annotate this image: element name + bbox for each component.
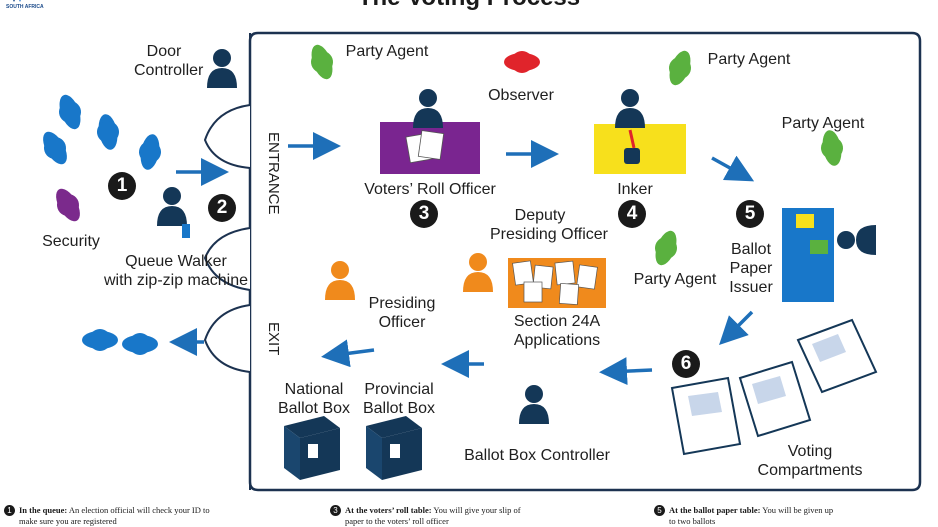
zip-zip-machine-icon bbox=[182, 224, 190, 238]
step-5-badge: 5 bbox=[736, 200, 764, 228]
flow-arrows bbox=[169, 132, 755, 386]
iec-logo-icon bbox=[13, 0, 21, 2]
presiding-officer-figure bbox=[325, 261, 355, 300]
papers-icon bbox=[405, 130, 445, 164]
ink-bottle-icon bbox=[624, 129, 640, 164]
exit-wall bbox=[203, 290, 251, 490]
inker-table bbox=[594, 124, 686, 174]
inker-label: Inker bbox=[617, 181, 653, 198]
floor-plan bbox=[36, 31, 922, 492]
ballot-box-controller-label: Ballot Box Controller bbox=[464, 447, 610, 464]
queue-walker-figure bbox=[157, 187, 187, 226]
party-agent-label-3: Party Agent bbox=[781, 115, 865, 132]
party-agent-label-4: Party Agent bbox=[633, 271, 717, 288]
ballot-box-controller-figure bbox=[519, 385, 549, 424]
deputy-presiding-officer-figure bbox=[463, 253, 493, 292]
diagram-title: The Voting Process bbox=[300, 0, 638, 12]
provincial-ballot-box-icon bbox=[366, 416, 422, 480]
security-label: Security bbox=[42, 233, 100, 250]
voting-compartments-icon bbox=[670, 318, 878, 456]
door-controller-figure bbox=[207, 49, 237, 88]
party-agent-label-1: Party Agent bbox=[345, 43, 429, 60]
national-ballot-box-icon bbox=[284, 416, 340, 480]
step-6-badge: 6 bbox=[672, 350, 700, 378]
step-1-badge: 1 bbox=[108, 172, 136, 200]
security-figure bbox=[49, 183, 87, 227]
exiting-voters bbox=[82, 329, 158, 355]
step-3-badge: 3 bbox=[410, 200, 438, 228]
logo-text: SOUTH AFRICA bbox=[6, 4, 44, 10]
step-2-badge: 2 bbox=[208, 194, 236, 222]
observer-figure bbox=[504, 51, 540, 73]
party-agent-label-2: Party Agent bbox=[707, 51, 791, 68]
step-4-badge: 4 bbox=[618, 200, 646, 228]
queue-voters bbox=[36, 91, 164, 172]
voters-roll-officer-label: Voters’ Roll Officer bbox=[364, 181, 496, 198]
observer-label: Observer bbox=[488, 87, 554, 104]
exit-label: EXIT bbox=[265, 322, 282, 356]
entrance-label: ENTRANCE bbox=[265, 132, 282, 215]
